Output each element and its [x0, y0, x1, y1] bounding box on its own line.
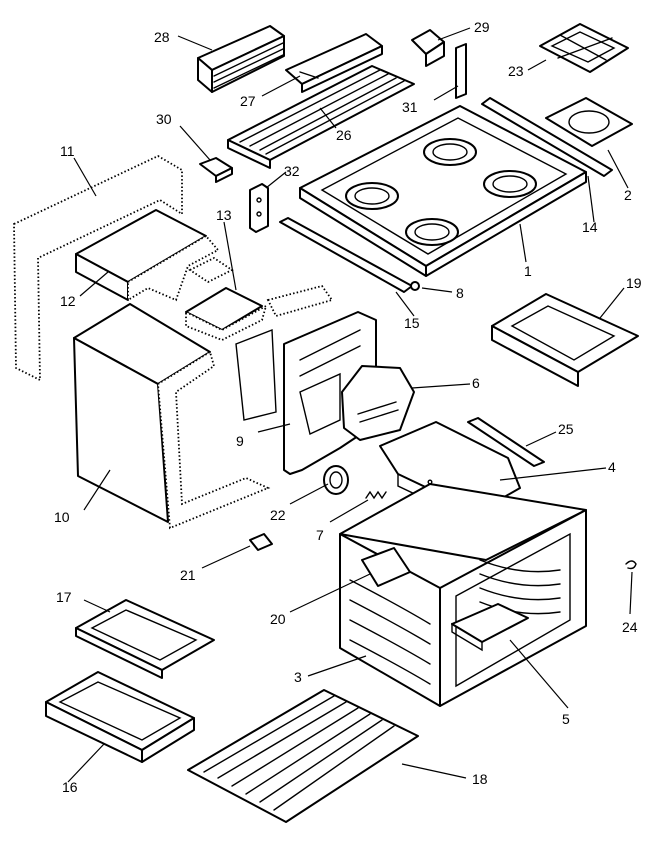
callout-7: 7	[316, 527, 324, 543]
part-6-heat-shield	[341, 365, 415, 441]
callout-4: 4	[608, 459, 616, 475]
callout-11: 11	[60, 143, 75, 159]
callout-16: 16	[62, 779, 78, 795]
callout-14: 14	[582, 219, 598, 235]
callout-2: 2	[624, 187, 632, 203]
part-1-cooktop	[299, 105, 587, 277]
callout-3: 3	[294, 669, 302, 685]
callout-8: 8	[456, 285, 464, 301]
callout-19: 19	[626, 275, 642, 291]
callout-28: 28	[154, 29, 170, 45]
callout-27: 27	[240, 93, 256, 109]
callout-5: 5	[562, 711, 570, 727]
part-14-side-strip	[481, 97, 613, 177]
part-21-clip	[249, 533, 273, 551]
part-31-vertical-strip	[455, 43, 467, 99]
callout-15: 15	[404, 315, 420, 331]
part-32-bracket	[249, 183, 269, 233]
callout-30: 30	[156, 111, 172, 127]
part-30-small-clip	[199, 157, 233, 183]
callout-25: 25	[558, 421, 574, 437]
leader-lines	[67, 27, 633, 783]
part-3-oven-liner	[339, 483, 587, 707]
callout-31: 31	[402, 99, 418, 115]
callout-18: 18	[472, 771, 488, 787]
part-26-vent-rack	[227, 65, 415, 169]
part-22-ring	[323, 465, 349, 495]
part-17-broiler-grid	[75, 599, 215, 679]
callout-23: 23	[508, 63, 524, 79]
part-10-main-insulation	[73, 303, 277, 530]
part-27-flue-bracket	[285, 33, 383, 93]
part-11-outer-insulation	[13, 154, 183, 382]
callout-1: 1	[524, 263, 532, 279]
callout-6: 6	[472, 375, 480, 391]
callout-22: 22	[270, 507, 286, 523]
callout-12: 12	[60, 293, 76, 309]
callout-32: 32	[284, 163, 300, 179]
callout-29: 29	[474, 19, 490, 35]
callout-13: 13	[216, 207, 232, 223]
callout-17: 17	[56, 589, 72, 605]
callout-labels: 28 27 29 23 26 31 30 32 11 13 12 2 14 1 …	[54, 19, 642, 795]
part-18-oven-rack	[187, 689, 419, 823]
part-20-sensor-bracket	[361, 547, 411, 587]
callout-20: 20	[270, 611, 286, 627]
callout-10: 10	[54, 509, 70, 525]
part-7-spring	[365, 490, 387, 500]
part-13-insulation-pad	[185, 256, 334, 341]
part-16-broiler-pan	[45, 671, 195, 763]
callout-26: 26	[336, 127, 352, 143]
part-29-small-bracket	[411, 29, 445, 67]
part-5-inner-burner	[451, 603, 529, 652]
part-24-spring-clip	[625, 560, 637, 570]
callout-21: 21	[180, 567, 196, 583]
callout-24: 24	[622, 619, 638, 635]
part-2-burner-bowl	[545, 97, 633, 147]
part-28-vent-grille	[197, 25, 285, 93]
part-25-side-rail	[467, 417, 545, 467]
callout-9: 9	[236, 433, 244, 449]
part-23-burner-grate	[539, 23, 629, 73]
part-8-knob	[410, 281, 420, 291]
part-19-drip-tray	[491, 293, 639, 387]
